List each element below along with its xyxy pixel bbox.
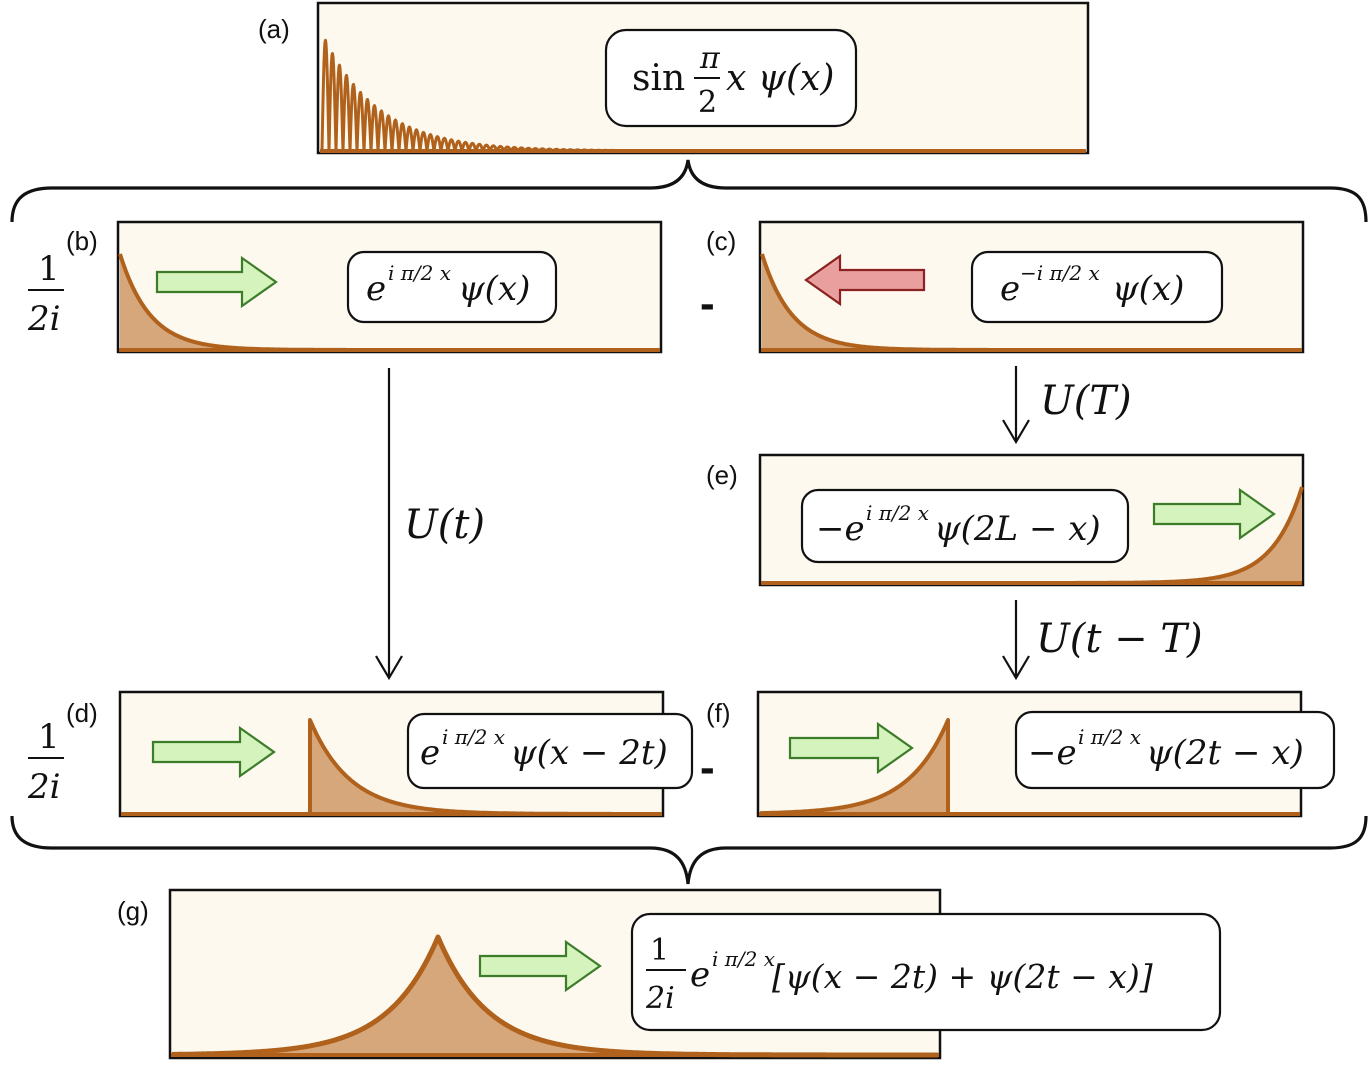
flow-arrow-b-to-d: U(t): [375, 368, 485, 681]
panel-f-label-base: −e: [1028, 733, 1077, 773]
panel-e-label-base: −e: [816, 509, 865, 549]
panel-a-tag: (a): [258, 14, 290, 44]
panel-g: (g) 1 2i e i π/2 x [ψ(x − 2t) + ψ(2t − x…: [117, 888, 1222, 1060]
panel-d-label-base: e: [420, 733, 440, 773]
prefactor-bottom: 1 2i: [27, 717, 64, 807]
panel-b: (b) e i π/2 x ψ(x): [66, 220, 663, 354]
minus-sign-bottom: -: [700, 743, 715, 792]
panel-e: (e) −e i π/2 x ψ(2L − x): [706, 453, 1305, 587]
panel-c-wave-fill: [762, 254, 1302, 350]
panel-f-label-exp: i π/2 x: [1078, 725, 1141, 749]
panel-f: (f) −e i π/2 x ψ(2t − x): [706, 690, 1336, 818]
panel-d: (d) e i π/2 x ψ(x − 2t): [66, 690, 694, 818]
prefactor-top: 1 2i: [27, 249, 64, 339]
panel-d-tag: (d): [66, 698, 98, 728]
panel-d-label-box: [406, 712, 694, 790]
operator-label-b-to-d: U(t): [404, 502, 485, 548]
prefactor-top-den: 2i: [27, 299, 61, 339]
panel-b-tag: (b): [66, 226, 98, 256]
bottom-curly-brace: [10, 815, 1368, 885]
panel-e-wave-fill: [762, 487, 1302, 583]
top-curly-brace: [10, 159, 1368, 223]
prefactor-bottom-num: 1: [38, 717, 60, 757]
prefactor-top-num: 1: [38, 249, 60, 289]
panel-d-label-exp: i π/2 x: [442, 725, 505, 749]
minus-sign-top: -: [700, 279, 715, 328]
red-left-arrow-icon: [804, 253, 926, 307]
panel-c-label-base: e: [1000, 269, 1020, 309]
panel-f-tag: (f): [706, 698, 731, 728]
panel-b-label-exp: i π/2 x: [388, 261, 451, 285]
panel-a-label-box: [604, 28, 858, 128]
panel-g-label-den: 2i: [645, 981, 675, 1016]
panel-e-label-exp: i π/2 x: [866, 501, 929, 525]
panel-g-label-num: 1: [650, 933, 669, 968]
panel-e-label-box: [800, 488, 1130, 564]
panel-a: (a) sin π 2 x ψ(x): [258, 1, 1090, 155]
panel-e-tag: (e): [706, 460, 738, 490]
panel-c: (c) e −i π/2 x ψ(x): [706, 220, 1305, 354]
panel-a-label-sin: sin: [632, 58, 685, 99]
flow-arrow-c-to-e: U(T): [1002, 366, 1132, 445]
panel-c-label-exp: −i π/2 x: [1020, 261, 1100, 285]
panel-c-tag: (c): [706, 226, 736, 256]
panel-b-label-box: [346, 250, 558, 324]
panel-e-label-post: ψ(2L − x): [934, 509, 1101, 549]
panel-g-label-exp: i π/2 x: [712, 947, 775, 971]
panel-g-label-base: e: [690, 955, 710, 995]
operator-label-c-to-e: U(T): [1040, 378, 1132, 424]
panel-b-label-base: e: [366, 269, 386, 309]
green-right-arrow-icon: [788, 721, 914, 775]
panel-g-label-box: [630, 912, 1222, 1032]
green-right-arrow-icon: [155, 255, 278, 309]
panel-c-label-post: ψ(x): [1112, 269, 1184, 309]
panel-b-wave-fill: [120, 254, 660, 350]
panel-b-label-post: ψ(x): [458, 269, 530, 309]
prefactor-bottom-den: 2i: [27, 767, 61, 807]
panel-f-label-post: ψ(2t − x): [1146, 733, 1304, 773]
panel-g-label-bracket: [ψ(x − 2t) + ψ(2t − x)]: [772, 957, 1153, 996]
panel-c-label-box: [970, 250, 1224, 324]
panel-f-label-box: [1014, 710, 1336, 790]
panel-g-tag: (g): [117, 896, 149, 926]
operator-label-e-to-f: U(t − T): [1036, 616, 1203, 662]
panel-a-label-post: x ψ(x): [726, 58, 834, 99]
panel-a-label-num: π: [699, 41, 721, 76]
green-right-arrow-icon: [478, 939, 602, 993]
flow-arrow-e-to-f: U(t − T): [1002, 600, 1203, 681]
green-right-arrow-icon: [151, 725, 276, 779]
green-right-arrow-icon: [1152, 487, 1276, 541]
panel-d-label-post: ψ(x − 2t): [510, 733, 668, 773]
panel-a-label-den: 2: [698, 85, 717, 120]
